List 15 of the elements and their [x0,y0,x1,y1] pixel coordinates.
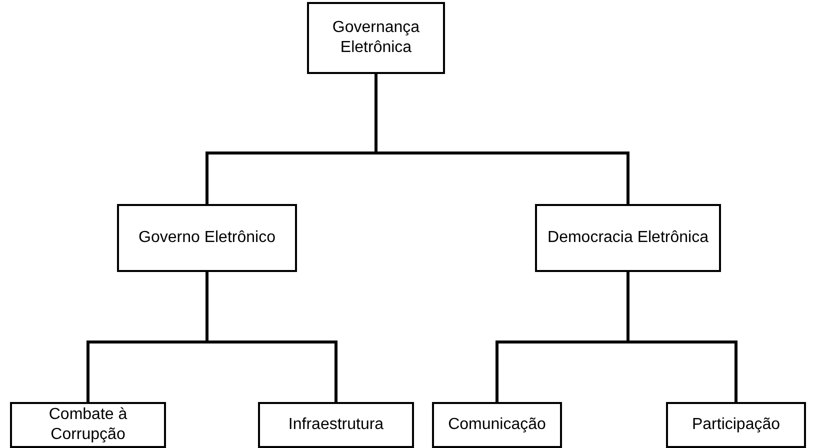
box-label: Governo Eletrônico [138,228,276,248]
tree-box [666,402,806,448]
box-label: Governança Eletrônica [331,18,421,58]
box-label: Participação [692,415,780,435]
tree-box [307,2,445,74]
box-label: Infraestrutura [288,415,384,435]
tree-box [258,402,414,448]
box-label: Comunicação [448,415,546,435]
box-label: Democracia Eletrônica [548,228,708,248]
tree-box [535,204,721,272]
tree-box [117,204,297,272]
connector-line [626,272,738,402]
tree-box [10,402,166,448]
tree-box [432,402,562,448]
box-label: Combate à Corrupção [48,405,128,445]
